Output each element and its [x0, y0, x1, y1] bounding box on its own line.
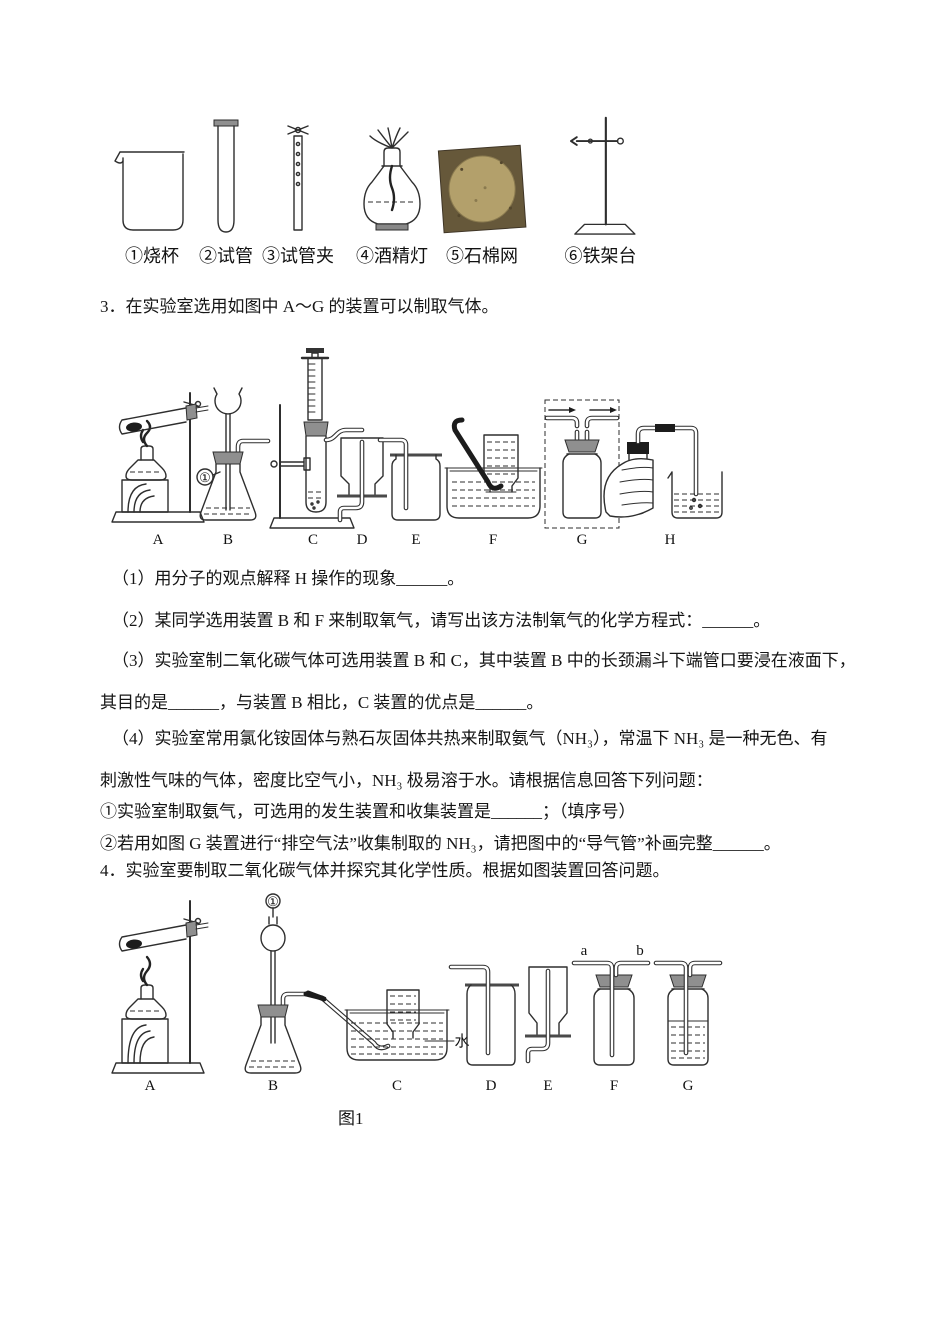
apparatus-g-dashed-bottle: [544, 399, 620, 529]
question-line: （3）实验室制二氧化碳气体可选用装置 B 和 C，其中装置 B 中的长颈漏斗下端…: [112, 651, 856, 670]
apparatus-f-washing-bottle: a b: [571, 943, 651, 1066]
equipment-item: ⑤石棉网: [432, 112, 532, 268]
water-label: 水: [454, 1033, 469, 1050]
apparatus-label: E: [411, 532, 420, 548]
iron-stand-figure: [569, 116, 636, 235]
apparatus-label: F: [610, 1078, 618, 1094]
equipment-label: ③试管夹: [262, 246, 334, 266]
apparatus-g-washing-bottle-liquid: [653, 960, 723, 1066]
apparatus-f-water-trough: [444, 417, 543, 519]
test-tube-clamp-figure: [287, 125, 309, 231]
test-tube-figure: [213, 119, 239, 233]
equipment-label: ①烧杯: [125, 246, 179, 266]
apparatus-a-heating-setup: [111, 900, 209, 1074]
apparatus-c-water-trough: 水: [344, 989, 470, 1061]
gas-apparatus-diagram-1: ①: [111, 348, 723, 548]
apparatus-h-hand-test: [603, 424, 723, 519]
equipment-item: ⑥铁架台: [548, 112, 653, 268]
apparatus-b-flask-dropper: ①: [244, 893, 391, 1074]
apparatus-label: F: [489, 532, 497, 548]
apparatus-e-inverted-bottle: [525, 966, 571, 1064]
apparatus-c-syringe-tube: [269, 348, 365, 529]
question-4-stem: 4．实验室要制取二氧化碳气体并探究其化学性质。根据如图装置回答问题。: [100, 861, 670, 880]
question-line: 其目的是______，与装置 B 相比，C 装置的优点是______。: [100, 693, 544, 712]
apparatus-label: G: [577, 532, 588, 548]
flask-callout: ①: [199, 470, 211, 485]
apparatus-label: C: [392, 1078, 402, 1094]
apparatus-label: H: [665, 532, 676, 548]
alcohol-lamp-figure: [363, 127, 421, 231]
question-line: （2）某同学选用装置 B 和 F 来制取氧气，请写出该方法制氧气的化学方程式：_…: [112, 611, 771, 630]
apparatus-b-flask-funnel: ①: [196, 387, 271, 521]
question-line: ②若用如图 G 装置进行“排空气法”收集制取的 NH₃，请把图中的“导气管”补画…: [100, 834, 781, 853]
apparatus-label: B: [223, 532, 233, 548]
port-b-label: b: [636, 943, 644, 959]
funnel-callout: ①: [267, 894, 279, 909]
asbestos-net-figure: [437, 144, 527, 234]
equipment-item: ①烧杯: [108, 112, 196, 268]
apparatus-label: A: [145, 1078, 156, 1094]
equipment-label: ⑥铁架台: [564, 246, 637, 266]
question-line: （1）用分子的观点解释 H 操作的现象______。: [112, 569, 465, 588]
apparatus-label: C: [308, 532, 318, 548]
apparatus-label: D: [486, 1078, 497, 1094]
apparatus-label: E: [543, 1078, 552, 1094]
apparatus-label: G: [683, 1078, 694, 1094]
apparatus-d-inverted-bottle: [337, 437, 387, 523]
figure-caption: 图1: [338, 1109, 364, 1128]
gas-apparatus-diagram-2: ① 水: [111, 893, 723, 1094]
question-line: （4）实验室常用氯化铵固体与熟石灰固体共热来制取氨气（NH₃），常温下 NH₃ …: [112, 729, 828, 748]
equipment-item: ③试管夹: [258, 112, 338, 268]
apparatus-label: A: [153, 532, 164, 548]
apparatus-e-collecting-bottle: [377, 437, 442, 521]
equipment-label: ④酒精灯: [356, 246, 428, 266]
question-line: 刺激性气味的气体，密度比空气小，NH₃ 极易溶于水。请根据信息回答下列问题：: [100, 771, 713, 790]
equipment-label: ⑤石棉网: [446, 246, 518, 266]
port-a-label: a: [581, 943, 588, 959]
question-line: ①实验室制取氨气，可选用的发生装置和收集装置是______；（填序号）: [100, 802, 636, 821]
beaker-figure: [114, 151, 185, 231]
apparatus-label: B: [268, 1078, 278, 1094]
apparatus-a-heating-setup: [111, 392, 209, 523]
equipment-item: ④酒精灯: [342, 112, 442, 268]
equipment-item: ②试管: [196, 112, 256, 268]
question-3-stem: 3．在实验室选用如图中 A～G 的装置可以制取气体。: [100, 297, 499, 316]
apparatus-d-collecting-bottle: [448, 964, 519, 1066]
equipment-label: ②试管: [199, 246, 253, 266]
apparatus-label: D: [357, 532, 368, 548]
